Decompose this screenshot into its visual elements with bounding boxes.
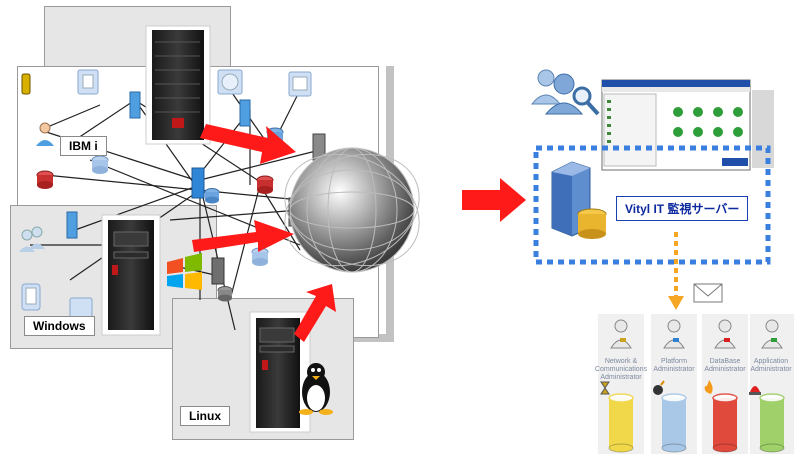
transfer-arrow-icon — [462, 178, 526, 222]
analyst-icon — [530, 69, 600, 116]
admin-label-database: DataBase Administrator — [704, 358, 746, 373]
linux-label: Linux — [180, 406, 230, 426]
admin-cylinder-database — [712, 393, 738, 453]
admin-panels — [598, 314, 794, 454]
admin-figure-application-icon — [761, 319, 783, 349]
hourglass-icon — [600, 381, 610, 395]
ibmi-label: IBM i — [60, 136, 107, 156]
database-icons — [36, 127, 284, 302]
admin-label-application: Application Administrator — [750, 358, 792, 373]
admin-cylinder-network — [608, 393, 634, 453]
monitor-icons — [21, 69, 312, 325]
alert-arrow-head — [668, 296, 684, 310]
mail-icon — [693, 283, 723, 303]
admin-figure-platform-icon — [663, 319, 685, 349]
windows-tower-icon — [101, 214, 161, 336]
monitor-server-frame — [533, 145, 771, 265]
admin-cylinders — [608, 393, 785, 453]
windows-logo-icon — [167, 253, 202, 290]
monitor-server-icon — [551, 161, 607, 239]
monitor-server-label: Vityl IT 監視サーバー — [616, 196, 749, 221]
admin-cylinder-platform — [661, 393, 687, 453]
console-screenshot — [601, 79, 751, 171]
user-icons — [19, 73, 54, 252]
internet-globe-icon — [284, 147, 420, 273]
linux-penguin-icon — [299, 363, 333, 415]
admin-figure-network-icon — [610, 319, 632, 349]
admin-cylinder-application — [759, 393, 785, 453]
admin-label-platform: Platform Administrator — [653, 358, 695, 373]
flame-icon — [704, 380, 713, 394]
admin-figures — [600, 319, 783, 395]
ibmi-tower-icon — [145, 25, 211, 145]
admin-label-network: Network & Communications Administrator — [594, 358, 648, 381]
alarm-light-icon — [749, 386, 761, 395]
blue-server-icons — [66, 91, 251, 239]
windows-label: Windows — [24, 316, 95, 336]
bomb-icon — [653, 380, 665, 395]
console-backdrop — [752, 90, 774, 168]
red-arrows — [192, 124, 336, 342]
admin-figure-database-icon — [714, 319, 736, 349]
